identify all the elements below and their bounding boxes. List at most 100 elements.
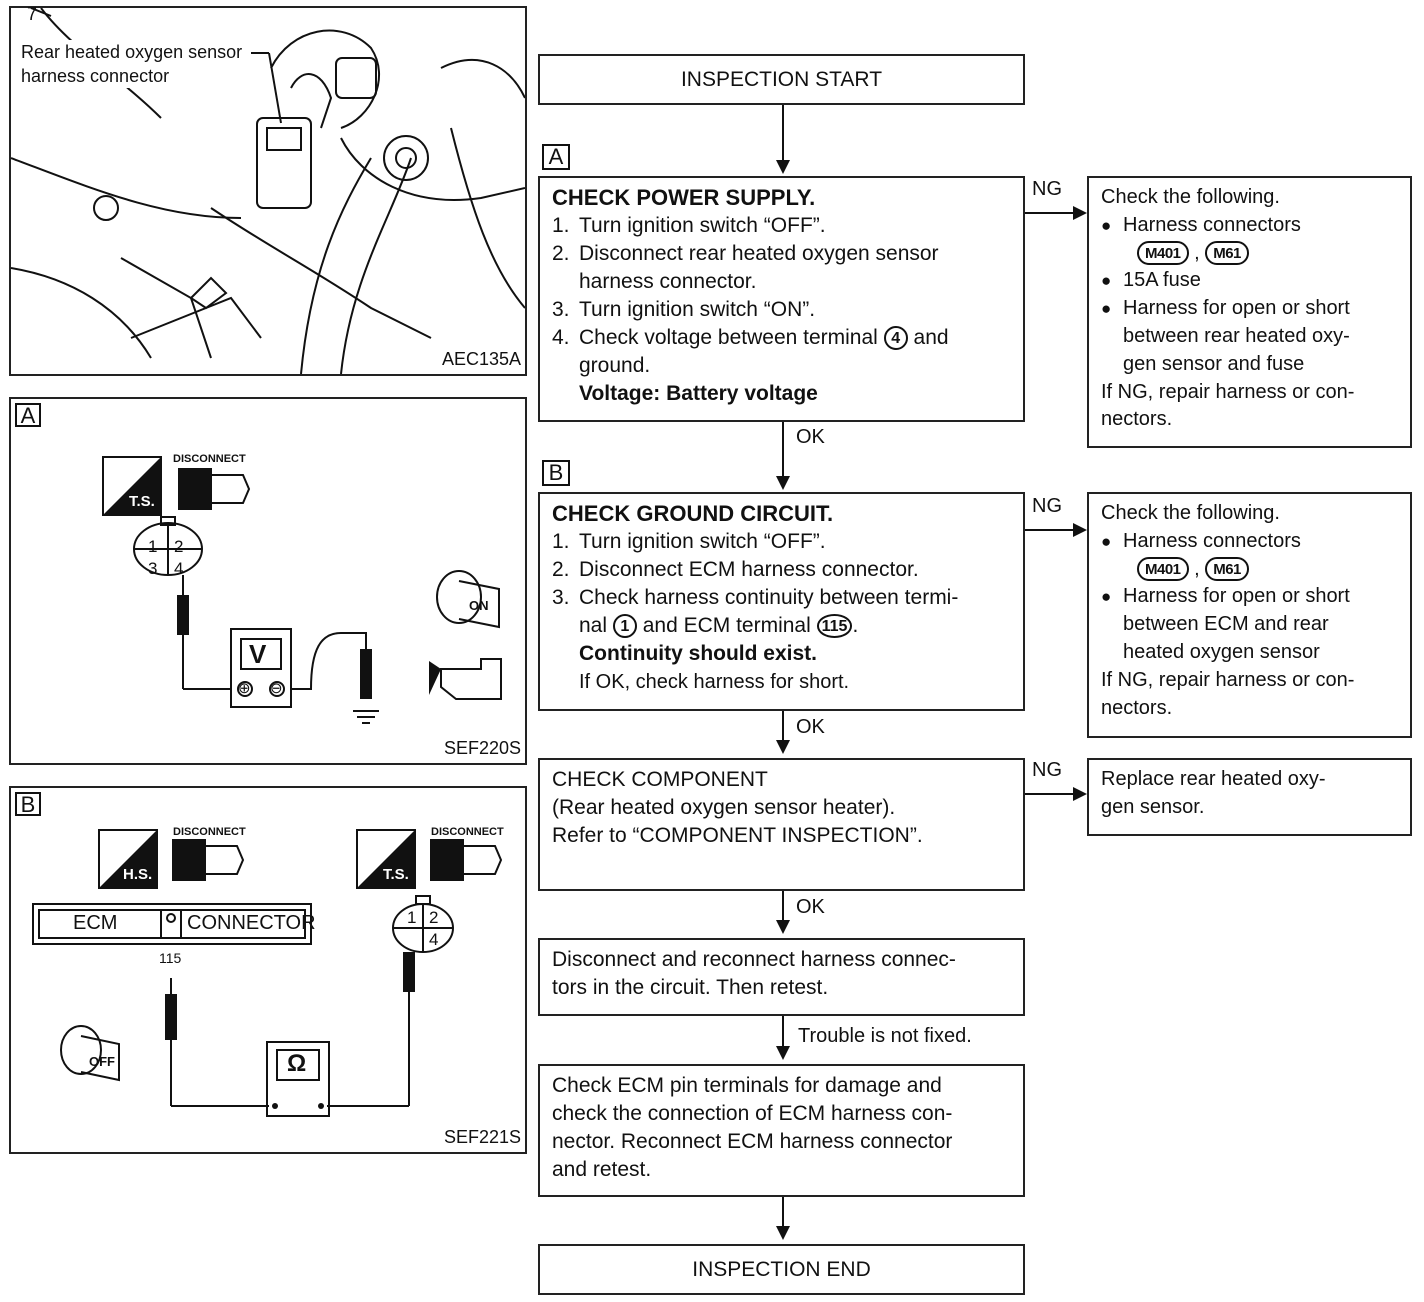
step-e-line-4: and retest.	[552, 1158, 652, 1181]
step-b-2-text: Disconnect ECM harness connector.	[579, 558, 919, 581]
ng-b-footer-l2: nectors.	[1101, 696, 1173, 719]
ignition-key-on-icon: ON	[469, 598, 489, 613]
step-a-4-cont: ground.	[579, 354, 651, 377]
figure-code: AEC135A	[441, 349, 521, 370]
ng-a-title: Check the following.	[1101, 186, 1280, 208]
step-b-note: If OK, check harness for short.	[579, 671, 850, 693]
step-a-1-text: Turn ignition switch “OFF”.	[579, 214, 826, 237]
ng-a-item-3-l2: between rear heated oxy-	[1123, 324, 1350, 347]
step-c-line-2: (Rear heated oxygen sensor heater).	[552, 796, 896, 819]
disconnect-label-1: DISCONNECT	[173, 826, 246, 838]
step-a-1-num: 1.	[552, 214, 570, 237]
voltage-check-schematic	[102, 456, 502, 724]
step-a-4-text: Check voltage between terminal	[579, 326, 878, 349]
step-b-1-num: 1.	[552, 530, 570, 553]
step-a-2-text: Disconnect rear heated oxygen sensor	[579, 242, 939, 265]
ts-label: T.S.	[129, 493, 155, 510]
inspection-start: INSPECTION START	[538, 54, 1025, 105]
step-a-4-num: 4.	[552, 326, 570, 349]
step-d-line-2: tors in the circuit. Then retest.	[552, 976, 829, 999]
pin-1: 1	[148, 537, 158, 556]
pin-2: 2	[174, 537, 184, 556]
ecm-terminal-label: 115	[159, 950, 182, 966]
step-b-3-mid: and ECM terminal	[642, 614, 811, 637]
ng-label-2: NG	[1032, 495, 1062, 517]
step-b-2-num: 2.	[552, 558, 570, 581]
panel-a: A	[9, 397, 527, 765]
ng-c-box: Replace rear heated oxy- gen sensor.	[1087, 758, 1412, 836]
reconnect-harness-box: Disconnect and reconnect harness connec-…	[538, 938, 1025, 1016]
continuity-check-schematic	[32, 829, 503, 1117]
check-power-supply-box: CHECK POWER SUPPLY. 1. Turn ignition swit…	[538, 176, 1025, 422]
photo-panel: 7 Rear heated oxygen sensor harness conn…	[9, 4, 527, 376]
ts-label: T.S.	[383, 866, 409, 883]
ecm-connector-label: CONNECTOR	[187, 912, 316, 934]
bullet-icon: ●	[1101, 271, 1112, 291]
pin-3: 3	[148, 559, 158, 578]
ng-b-item-2-l2: between ECM and rear	[1123, 613, 1329, 636]
pin-1: 1	[407, 908, 417, 927]
ng-b-footer-l1: If NG, repair harness or con-	[1101, 668, 1355, 691]
ok-label-1: OK	[796, 426, 825, 448]
connector-m61-badge: M61	[1205, 241, 1249, 266]
step-b-3-num: 3.	[552, 586, 570, 609]
step-a-spec: Voltage: Battery voltage	[579, 382, 818, 405]
flow-tag-b: B	[542, 460, 570, 486]
step-a-2-num: 2.	[552, 242, 570, 265]
voltmeter-minus: ⊖	[270, 680, 283, 697]
terminal-115-badge: 115	[816, 614, 853, 639]
trouble-not-fixed-label: Trouble is not fixed.	[798, 1025, 972, 1047]
step-c-line-1: CHECK COMPONENT	[552, 768, 768, 791]
pin-4: 4	[429, 930, 439, 949]
bullet-icon: ●	[1101, 299, 1112, 319]
bullet-icon: ●	[1101, 531, 1112, 551]
step-c-line-3: Refer to “COMPONENT INSPECTION”.	[552, 824, 923, 847]
terminal-4-badge: 4	[883, 326, 908, 351]
connector-m61-badge: M61	[1205, 557, 1249, 582]
ng-label-3: NG	[1032, 759, 1062, 781]
connector-m401-badge: M401	[1137, 557, 1189, 582]
step-e-line-2: check the connection of ECM harness con-	[552, 1102, 953, 1125]
check-ecm-pins-box: Check ECM pin terminals for damage and c…	[538, 1064, 1025, 1197]
ng-a-item-2: 15A fuse	[1123, 269, 1201, 292]
step-a-4-post: and	[913, 326, 949, 349]
ng-b-box: Check the following. ●Harness connectors…	[1087, 492, 1412, 738]
check-ground-circuit-box: CHECK GROUND CIRCUIT. 1.Turn ignition sw…	[538, 492, 1025, 711]
step-a-3-num: 3.	[552, 298, 570, 321]
step-a-2-cont: harness connector.	[579, 270, 757, 293]
ecm-label: ECM	[73, 912, 118, 934]
step-e-line-3: nector. Reconnect ECM harness connector	[552, 1130, 953, 1153]
ng-b-item-2: Harness for open or short	[1123, 585, 1350, 608]
step-b-3-text: Check harness continuity between termi-	[579, 586, 959, 609]
ok-label-3: OK	[796, 896, 825, 918]
engine-bay-illustration	[11, 8, 525, 374]
disconnect-label: DISCONNECT	[173, 453, 246, 465]
step-a-title: CHECK POWER SUPPLY.	[552, 185, 816, 210]
step-a-3-text: Turn ignition switch “ON”.	[579, 298, 816, 321]
ng-a-footer-l1: If NG, repair harness or con-	[1101, 380, 1355, 403]
voltmeter-plus: ⊕	[238, 680, 251, 697]
terminal-1-badge: 1	[612, 614, 637, 639]
panel-b: B	[9, 786, 527, 1154]
ng-a-item-3-l3: gen sensor and fuse	[1123, 352, 1305, 375]
voltmeter-label: V	[249, 639, 267, 669]
bullet-icon: ●	[1101, 215, 1112, 235]
harness-connector-callout: Rear heated oxygen sensor harness connec…	[21, 40, 251, 88]
ng-b-item-2-l3: heated oxygen sensor	[1123, 640, 1320, 663]
panel-b-tag: B	[15, 792, 41, 816]
hs-label: H.S.	[123, 866, 153, 883]
disconnect-label-2: DISCONNECT	[431, 826, 504, 838]
ng-b-comma: ,	[1194, 557, 1200, 580]
connector-m401-badge: M401	[1137, 241, 1189, 266]
figure-code: SEF221S	[443, 1127, 521, 1147]
ng-b-title: Check the following.	[1101, 502, 1280, 524]
step-b-3-end: .	[852, 614, 859, 637]
step-b-spec: Continuity should exist.	[579, 642, 818, 665]
figure-code: SEF220S	[443, 738, 521, 758]
ng-a-box: Check the following. ●Harness connectors…	[1087, 176, 1412, 448]
ng-a-item-3: Harness for open or short	[1123, 297, 1350, 320]
ng-c-line-1: Replace rear heated oxy-	[1101, 768, 1326, 790]
inspection-end: INSPECTION END	[538, 1244, 1025, 1295]
panel-a-tag: A	[15, 403, 41, 427]
ignition-key-off-icon: OFF	[89, 1054, 115, 1069]
